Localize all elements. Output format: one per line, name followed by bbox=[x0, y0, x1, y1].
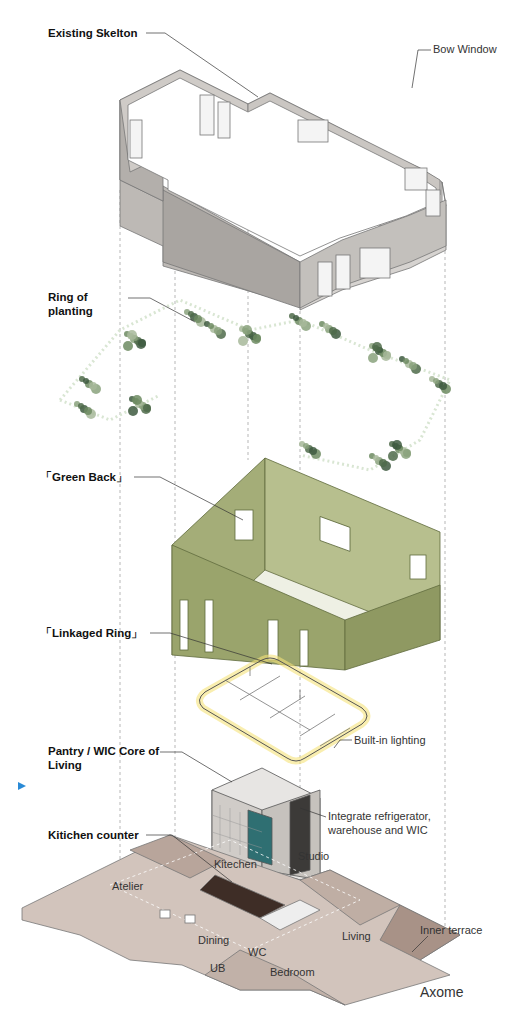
planting-leaf bbox=[409, 362, 417, 370]
callout-label: Built-in lighting bbox=[354, 734, 426, 748]
part-label: 「Green Back」 bbox=[40, 470, 128, 484]
room-label: Atelier bbox=[112, 880, 143, 894]
planting-leaf bbox=[238, 336, 248, 346]
planting-leaf bbox=[323, 323, 329, 329]
planting-leaf bbox=[329, 327, 337, 335]
part-label: Ring of planting bbox=[48, 290, 128, 319]
room-label: Dining bbox=[198, 934, 229, 948]
planting-leaf bbox=[242, 325, 252, 335]
planting-leaf bbox=[433, 378, 439, 384]
planting-leaf bbox=[132, 395, 142, 405]
planting-leaf bbox=[403, 358, 409, 364]
planting-leaf bbox=[84, 407, 92, 415]
planting-leaf bbox=[392, 440, 402, 450]
part-label: Pantry / WIC Core of Living bbox=[48, 744, 160, 773]
planting-leaf bbox=[303, 443, 309, 449]
part-label: 「Linkaged Ring」 bbox=[40, 626, 143, 640]
room-label: Inner terrace bbox=[420, 924, 482, 938]
planting-leaf bbox=[194, 315, 202, 323]
planting-leaf bbox=[208, 323, 214, 329]
planting-leaf bbox=[439, 382, 447, 390]
planting-leaf bbox=[309, 447, 317, 455]
room-label: Living bbox=[342, 930, 371, 944]
planting-leaf bbox=[372, 342, 382, 352]
planting-leaf bbox=[368, 353, 378, 363]
planting-leaf bbox=[214, 327, 222, 335]
planting-leaf bbox=[253, 334, 261, 342]
drawing-title: Axome bbox=[420, 984, 464, 1002]
planting-leaf bbox=[138, 339, 146, 347]
room-label: Bedroom bbox=[270, 966, 315, 980]
planting-leaf bbox=[89, 382, 97, 390]
planting-leaf bbox=[379, 459, 387, 467]
planting-leaf bbox=[123, 341, 133, 351]
callout-label: Integrate refrigerator, warehouse and WI… bbox=[328, 810, 448, 838]
room-label: WC bbox=[248, 946, 266, 960]
room-label: UB bbox=[210, 962, 225, 976]
planting-leaf bbox=[83, 378, 89, 384]
part-label: Kitichen counter bbox=[48, 828, 139, 842]
planting-leaf bbox=[143, 404, 151, 412]
planting-leaf bbox=[128, 406, 138, 416]
planting-leaf bbox=[383, 351, 391, 359]
planting-leaf bbox=[388, 451, 398, 461]
part-label: Existing Skelton bbox=[48, 26, 137, 40]
planting-leaf bbox=[403, 449, 411, 457]
room-label: Studio bbox=[298, 850, 329, 864]
planting-leaf bbox=[127, 330, 137, 340]
planting-leaf bbox=[78, 403, 84, 409]
planting-leaf bbox=[373, 455, 379, 461]
callout-label: Bow Window bbox=[433, 43, 497, 57]
room-label: Kitechen bbox=[214, 858, 257, 872]
planting-leaf bbox=[293, 315, 299, 321]
planting-leaf bbox=[188, 311, 194, 317]
planting-leaf bbox=[299, 319, 307, 327]
